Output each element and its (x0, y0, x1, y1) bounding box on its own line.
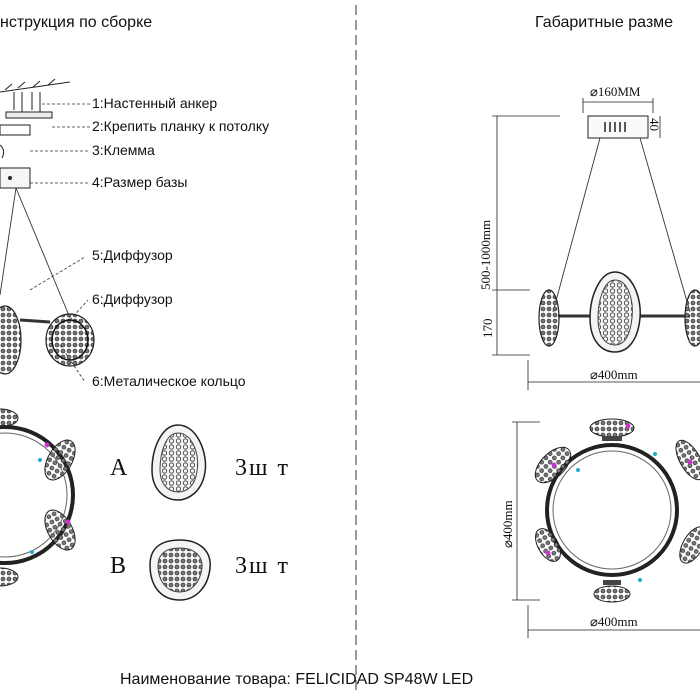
suspension-cables (0, 187, 71, 319)
dim-label-cable-length: 500-1000mm (478, 219, 493, 290)
part-a-diffuser (151, 424, 207, 501)
dim-width-side (527, 360, 700, 390)
ceiling-base (587, 115, 649, 139)
right-cables (552, 137, 691, 313)
ceiling-mount (0, 78, 71, 189)
dim-label-base-diameter: ⌀160MM (590, 84, 641, 99)
dim-label-width-side: ⌀400mm (590, 367, 638, 382)
dim-vertical (492, 115, 560, 356)
part-a-quantity: 3ш т (235, 455, 290, 481)
diffuser-assembly (0, 305, 95, 375)
part-a-letter: A (110, 455, 128, 481)
ring-top-view-right (534, 418, 700, 603)
side-view-fixture (538, 271, 700, 353)
callout-wall-anchor: 1:Настенный анкер (92, 95, 218, 111)
callout-base-size: 4:Размер базы (92, 174, 188, 190)
dim-label-diffuser-height: 170 (480, 318, 495, 339)
part-b-letter: B (110, 553, 127, 579)
callout-diffuser-6: 6:Диффузор (92, 291, 173, 307)
callout-terminal: 3:Клемма (92, 142, 155, 158)
dim-top-view (512, 421, 700, 638)
dimensions-title: Габаритные разме (535, 14, 674, 31)
part-b-quantity: 3ш т (235, 553, 290, 579)
assembly-instructions-title: нструкция по сборке (0, 14, 153, 31)
dim-label-width-top: ⌀400mm (590, 614, 638, 629)
product-name: Наименование товара: FELICIDAD SP48W LED (120, 671, 474, 688)
dim-base-diameter (582, 98, 654, 113)
callout-diffuser-5: 5:Диффузор (92, 247, 173, 263)
dim-label-base-height: 40 (647, 118, 662, 131)
callout-mounting-plate: 2:Крепить планку к потолку (92, 118, 270, 134)
callout-metal-ring: 6:Металическое кольцо (92, 373, 246, 389)
ring-top-view-left (0, 408, 76, 587)
dim-label-ring-height-top: ⌀400mm (500, 500, 515, 548)
part-b-diffuser (149, 539, 211, 601)
